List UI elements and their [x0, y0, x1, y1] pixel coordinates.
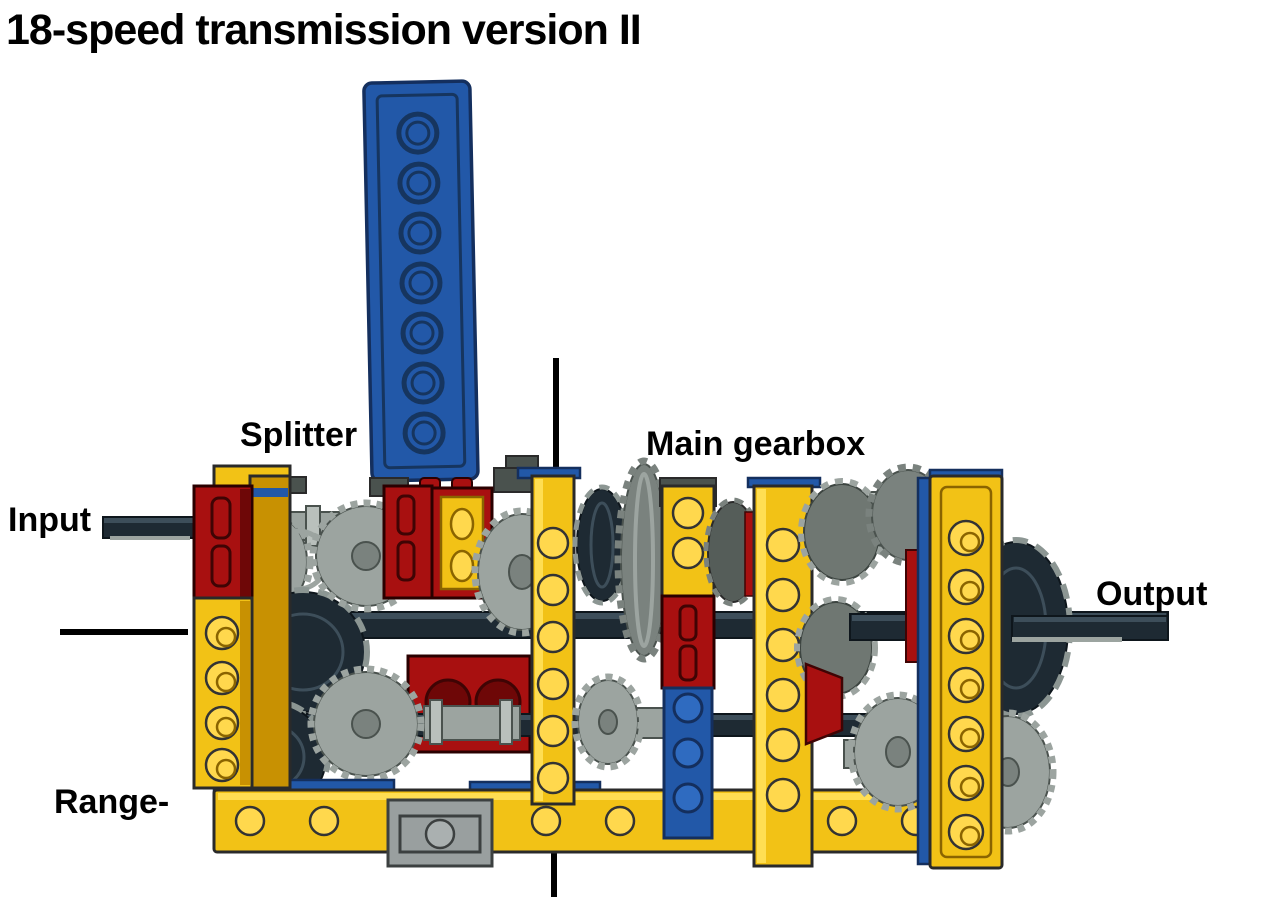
left-frame-stack — [192, 474, 292, 790]
divider-line-bottom — [551, 851, 557, 897]
red-cone — [804, 662, 844, 746]
label-range-change-line1: Range- — [54, 783, 170, 822]
label-range-change-unit: Range- change unit — [54, 694, 173, 900]
input-axle — [102, 516, 198, 540]
label-main-gearbox: Main gearbox — [646, 425, 866, 463]
shift-lever — [362, 79, 480, 483]
small-gear-lower-middle — [571, 673, 645, 771]
label-splitter: Splitter — [240, 416, 358, 454]
base-gray-plate — [386, 798, 494, 868]
output-axle — [1011, 615, 1169, 642]
label-output: Output — [1096, 575, 1208, 613]
output-beam — [905, 468, 1004, 870]
bottom-frame-beam — [212, 778, 944, 868]
spur-gear-lower-left — [307, 665, 425, 783]
knob-wheel-middle — [572, 484, 632, 606]
divider-line-top — [553, 358, 559, 470]
label-input: Input — [8, 501, 92, 539]
divider-line-left — [60, 629, 188, 635]
middle-beam — [516, 466, 582, 806]
gearbox-mid-stack — [659, 477, 717, 840]
page-title: 18-speed transmission version II — [6, 6, 642, 54]
